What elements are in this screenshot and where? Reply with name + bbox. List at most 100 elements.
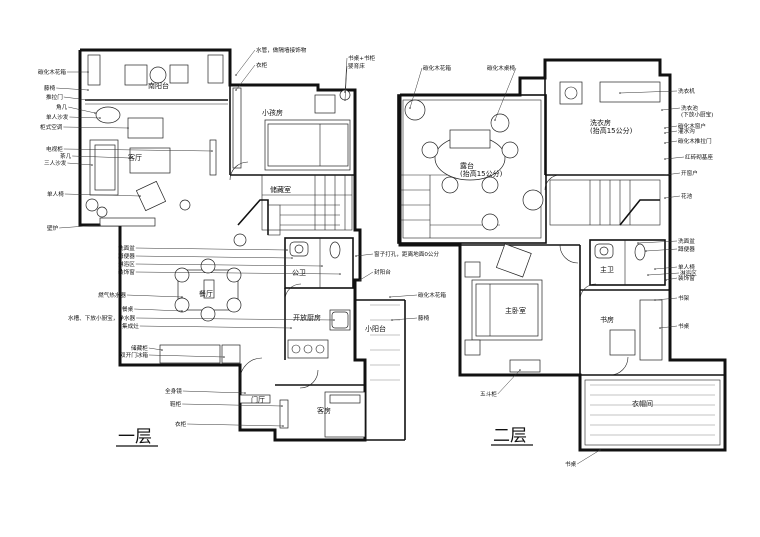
annotation-label: 窗子打孔，距离地面0公分 [374,250,439,258]
leader-dot [637,242,639,244]
leader-dot [665,279,667,281]
room-label: 书房 [600,315,614,324]
annotation-label: 全身镜 [165,387,182,395]
leader-dot [619,92,621,94]
annotation-label: 壁炉 [47,224,59,232]
room-label: 主卧室 [505,306,526,315]
leader-dot [664,132,666,134]
annotation-label: 藤椅 [44,84,56,92]
annotation-label: 洗面盆 [118,244,135,252]
floor-title: 二层 [493,426,527,446]
leader-line [63,126,129,129]
annotation-label: 茶几 [60,152,72,160]
leader-dot [339,273,341,275]
leader-line [664,195,681,199]
leader-dot [664,197,666,199]
leader-line [64,193,141,197]
leader-dot [664,127,666,129]
leader-line [56,87,89,91]
leader-dot [599,449,601,451]
leader-line [664,130,678,134]
leader-dot [99,117,101,119]
leader-line [135,263,323,267]
leader-dot [91,164,93,166]
leader-dot [139,195,141,197]
leader-dot [244,392,246,394]
room-label: 开放厨房 [293,313,321,322]
leader-layer [56,49,685,465]
leader-dot [181,296,183,298]
annotation-label: 灌水沟 [678,127,695,135]
leader-dot [519,369,521,371]
annotation-label: 洗衣池(下放小厨宝) [681,104,713,118]
leader-dot [281,405,283,407]
leader-line [654,297,678,301]
room-label: 小阳台 [365,324,386,333]
annotation-label: 双开门冰箱 [120,351,148,359]
leader-dot [235,89,237,91]
leader-dot [664,158,666,160]
leader-line [647,272,680,276]
leader-line [136,317,335,321]
leader-line [665,277,678,281]
annotation-label: 装饰窗 [118,268,135,276]
leader-dot [654,268,656,270]
leader-dot [291,257,293,259]
room-label: 南阳台 [148,81,169,90]
room-label: 客厅 [128,153,142,162]
leader-dot [223,356,225,358]
annotation-label: 开窗户 [681,169,698,177]
room-label: 公卫 [292,269,306,277]
leader-dot [286,249,288,251]
leader-dot [494,119,496,121]
leader-line [391,317,418,321]
annotation-label: 书架 [678,294,690,302]
leader-dot [127,127,129,129]
annotation-label: 洗衣机 [678,87,695,95]
annotation-label: 衣柜 [256,61,268,69]
leader-dot [99,224,101,226]
annotation-label: 红砖砌基座 [685,153,713,161]
annotation-label: 角几 [56,103,68,111]
annotation-label: 淋浴区 [680,269,697,277]
text-layer: 一层南阳台小孩房客厅储藏室餐厅公卫开放厨房小阳台门厅客房碳化木花箱藤椅推拉门角几… [38,46,713,468]
leader-line [664,156,685,160]
annotation-label: 碳化木花箱 [423,64,451,72]
room-label: 客房 [317,406,331,415]
leader-dot [129,157,131,159]
leader-dot [87,99,89,101]
leader-line [409,67,423,109]
leader-dot [659,327,661,329]
annotation-label: 封阳台 [374,268,391,276]
leader-dot [344,99,346,101]
leader-line [664,172,681,176]
annotation-label: 水管，做隔墙接饰物 [256,46,307,54]
leader-line [187,423,284,427]
room-label: 露台(抬高15公分) [460,161,503,178]
annotation-label: 燃气热水器 [98,291,126,299]
leader-dot [87,89,89,91]
annotation-label: 蹲便器 [678,245,695,253]
annotation-label: 装饰窗 [678,274,695,282]
leader-line [69,116,101,119]
leader-dot [211,150,213,152]
annotation-label: 鞋柜 [170,400,182,408]
leader-dot [661,109,663,111]
leader-line [135,255,293,259]
leader-line [235,64,256,91]
annotation-label: 花池 [681,192,693,200]
leader-line [72,155,131,159]
annotation-label: 碳化木窗户 [678,122,706,130]
leader-dot [391,319,393,321]
leader-line [134,308,183,312]
annotation-label: 书桌 [565,460,577,468]
leader-line [664,125,678,129]
leader-line [654,266,678,270]
room-label: 主卫 [600,265,614,274]
annotation-label: 五斗柜 [480,390,497,398]
leader-dot [409,107,411,109]
room-label: 衣帽间 [632,399,653,408]
annotation-label: 三人沙发 [44,159,67,167]
leader-dot [355,255,357,257]
leader-line [389,294,418,298]
